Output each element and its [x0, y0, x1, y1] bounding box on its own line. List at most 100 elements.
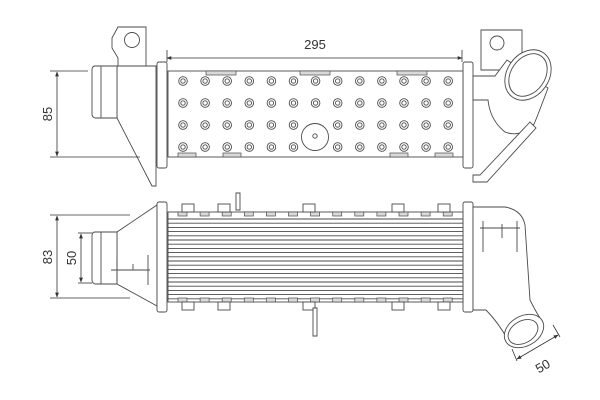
- tube-hole: [443, 98, 453, 108]
- tube-end: [266, 297, 276, 303]
- tube-hole: [178, 76, 188, 86]
- tube-hole: [310, 76, 321, 86]
- tube-hole: [244, 76, 255, 86]
- tube-hole-inner: [445, 100, 451, 106]
- tube-hole: [288, 98, 299, 108]
- tube-hole: [222, 98, 232, 108]
- tube-hole-inner: [224, 144, 230, 150]
- tube-hole-inner: [379, 144, 385, 150]
- tube-hole-inner: [423, 78, 429, 84]
- tube-end: [376, 211, 387, 217]
- clip: [302, 301, 316, 311]
- tube-hole-inner: [202, 144, 208, 150]
- tube-hole: [332, 142, 343, 152]
- clip: [299, 70, 331, 76]
- tube-hole: [244, 120, 255, 130]
- tube-hole-inner: [445, 122, 451, 128]
- tube-hole-inner: [312, 100, 319, 106]
- tube-hole: [443, 142, 453, 152]
- tube-hole: [200, 76, 210, 86]
- tube-end: [243, 211, 254, 217]
- tube-hole-inner: [401, 78, 407, 84]
- tube-end: [398, 297, 409, 303]
- tube-end: [199, 297, 210, 303]
- center-port-hole: [312, 133, 318, 139]
- tube-hole-inner: [202, 122, 208, 128]
- tube-end: [442, 211, 453, 217]
- tube-hole-inner: [335, 78, 341, 84]
- clip: [217, 301, 231, 311]
- clip: [391, 203, 405, 213]
- tube-end: [420, 297, 431, 303]
- tube-hole: [288, 142, 299, 152]
- tube-hole-inner: [246, 100, 252, 106]
- side-view: 83 50 50: [40, 192, 561, 376]
- length-label: 295: [304, 37, 326, 52]
- tube-end: [332, 211, 343, 217]
- top-view: 295 85: [40, 26, 552, 187]
- tube-end: [199, 211, 210, 217]
- bottom-stud: [312, 307, 318, 337]
- tube-hole: [377, 120, 387, 130]
- tube-end: [266, 211, 276, 217]
- tube-hole-inner: [401, 144, 407, 150]
- tube-end: [243, 297, 254, 303]
- tube-hole: [310, 98, 321, 108]
- top-stud: [235, 192, 241, 211]
- outlet-diameter-dimension-line: [516, 334, 559, 360]
- tube-hole: [222, 120, 232, 130]
- tube-hole: [399, 142, 409, 152]
- clip: [181, 301, 195, 311]
- tube-hole-inner: [357, 144, 363, 150]
- tube-hole: [332, 98, 343, 108]
- tube-hole: [266, 120, 277, 130]
- tube-end: [288, 297, 298, 303]
- tube-hole: [222, 76, 232, 86]
- tube-hole-inner: [401, 122, 407, 128]
- tube-hole: [266, 142, 277, 152]
- tube-hole-inner: [379, 100, 385, 106]
- tube-hole-inner: [379, 122, 385, 128]
- left-tank-side: [116, 204, 158, 307]
- tube-hole-inner: [357, 78, 363, 84]
- tube-hole: [200, 142, 210, 152]
- clip: [396, 70, 428, 76]
- clip: [177, 152, 197, 158]
- tube-hole-inner: [290, 122, 297, 128]
- tube-hole: [288, 120, 299, 130]
- mounting-hole: [489, 35, 505, 51]
- tube-hole: [200, 120, 210, 130]
- tube-end: [332, 297, 343, 303]
- tube-hole-inner: [335, 100, 341, 106]
- tube-hole-inner: [180, 144, 186, 150]
- tube-hole: [332, 76, 343, 86]
- clip: [437, 301, 451, 311]
- tube-hole: [399, 120, 409, 130]
- tube-end: [221, 297, 232, 303]
- tube-hole-inner: [423, 122, 429, 128]
- tube-hole: [399, 98, 409, 108]
- tube-hole-inner: [180, 78, 186, 84]
- tube-hole: [332, 120, 343, 130]
- clip: [434, 152, 454, 158]
- tube-hole: [244, 98, 255, 108]
- tube-hole-inner: [312, 78, 319, 84]
- tube-hole-inner: [246, 144, 252, 150]
- tube-hole: [443, 76, 453, 86]
- clip: [391, 301, 405, 311]
- clip: [222, 152, 242, 158]
- tube-hole: [421, 76, 431, 86]
- tube-hole-inner: [268, 144, 275, 150]
- tube-end: [442, 297, 453, 303]
- left-end-plate: [156, 61, 168, 169]
- mounting-hole: [124, 32, 140, 48]
- tube-end: [310, 211, 320, 217]
- clip: [217, 203, 231, 213]
- tube-end: [420, 211, 431, 217]
- clip: [302, 203, 316, 213]
- tube-end: [177, 211, 188, 217]
- tube-end: [288, 211, 298, 217]
- tube-hole: [244, 142, 255, 152]
